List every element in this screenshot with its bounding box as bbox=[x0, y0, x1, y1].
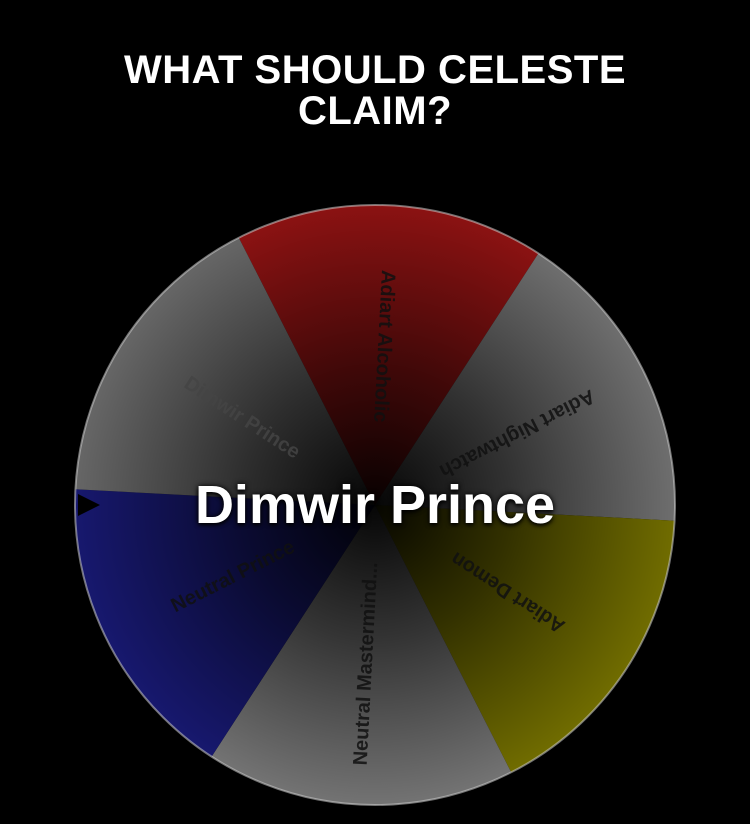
wheel-rim bbox=[74, 204, 676, 806]
wheel-shading bbox=[75, 205, 675, 805]
page-title: WHAT SHOULD CELESTE CLAIM? bbox=[0, 50, 750, 132]
title-line-2: CLAIM? bbox=[297, 89, 453, 133]
title-line-1: WHAT SHOULD CELESTE bbox=[123, 48, 627, 92]
pointer-arrow-icon bbox=[78, 494, 100, 516]
